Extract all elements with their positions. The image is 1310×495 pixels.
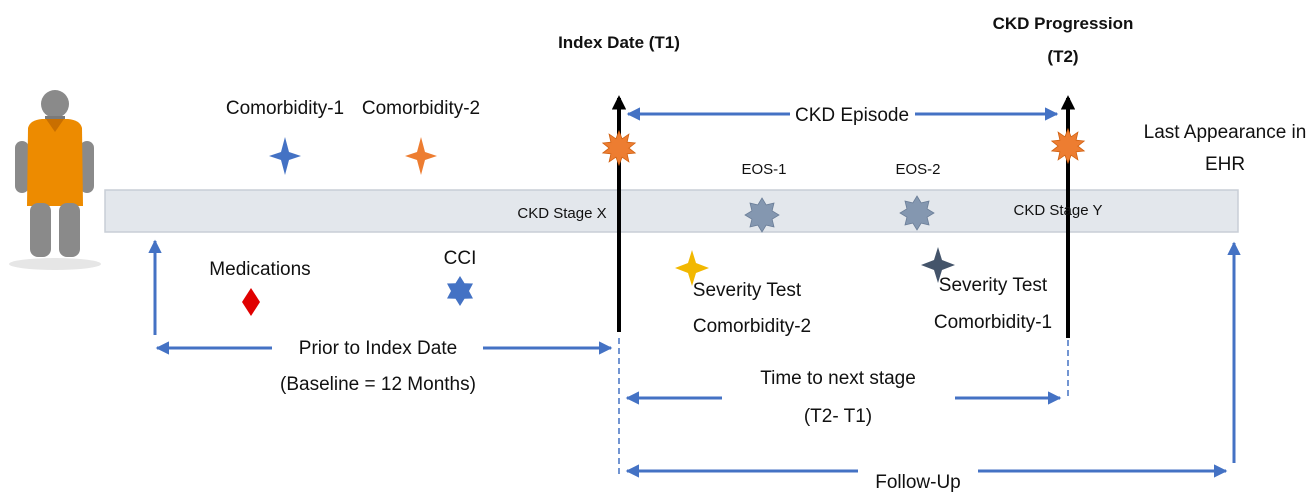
index-date-burst-icon	[601, 129, 637, 167]
timeline-band	[104, 189, 1239, 233]
comorbidity-2-label: Comorbidity-2	[362, 98, 480, 119]
ckd-episode-label: CKD Episode	[795, 105, 909, 126]
last-appearance-label: Last Appearance in	[1144, 122, 1307, 143]
baseline-label: (Baseline = 12 Months)	[280, 374, 476, 395]
medication-diamond-icon	[242, 288, 260, 316]
cci-star-icon	[447, 276, 473, 306]
severity-test-1-star-icon	[675, 250, 709, 286]
progression-burst-icon	[1050, 127, 1086, 165]
comorbidity-1-label: Comorbidity-1	[226, 98, 344, 119]
severity-test-1-comorbidity-label: Comorbidity-2	[693, 316, 811, 337]
eos-1-star-icon	[744, 197, 780, 233]
eos-2-star-icon	[899, 195, 935, 231]
index-date-label: Index Date (T1)	[558, 33, 680, 52]
ckd-stage-x-label: CKD Stage X	[517, 205, 606, 222]
last-appearance-ehr-label: EHR	[1205, 154, 1245, 175]
time-to-next-stage-label: Time to next stage	[760, 368, 916, 389]
t2-minus-t1-label: (T2- T1)	[804, 406, 872, 427]
ckd-stage-y-label: CKD Stage Y	[1014, 202, 1103, 219]
ckd-progression-t2-label: (T2)	[1047, 47, 1078, 66]
comorbidity-2-star-icon	[405, 137, 437, 175]
comorbidity-1-star-icon	[269, 137, 301, 175]
ckd-progression-label: CKD Progression	[993, 14, 1134, 33]
follow-up-label: Follow-Up	[875, 472, 961, 493]
prior-to-index-label: Prior to Index Date	[299, 338, 457, 359]
severity-test-2-star-icon	[921, 247, 955, 283]
cci-label: CCI	[444, 248, 477, 269]
severity-test-2-label: Severity Test	[939, 275, 1048, 296]
medications-label: Medications	[209, 259, 310, 280]
eos-1-label: EOS-1	[741, 161, 786, 178]
severity-test-2-comorbidity-label: Comorbidity-1	[934, 312, 1052, 333]
severity-test-1-label: Severity Test	[693, 280, 802, 301]
eos-2-label: EOS-2	[895, 161, 940, 178]
patient-figure-icon	[9, 90, 101, 270]
